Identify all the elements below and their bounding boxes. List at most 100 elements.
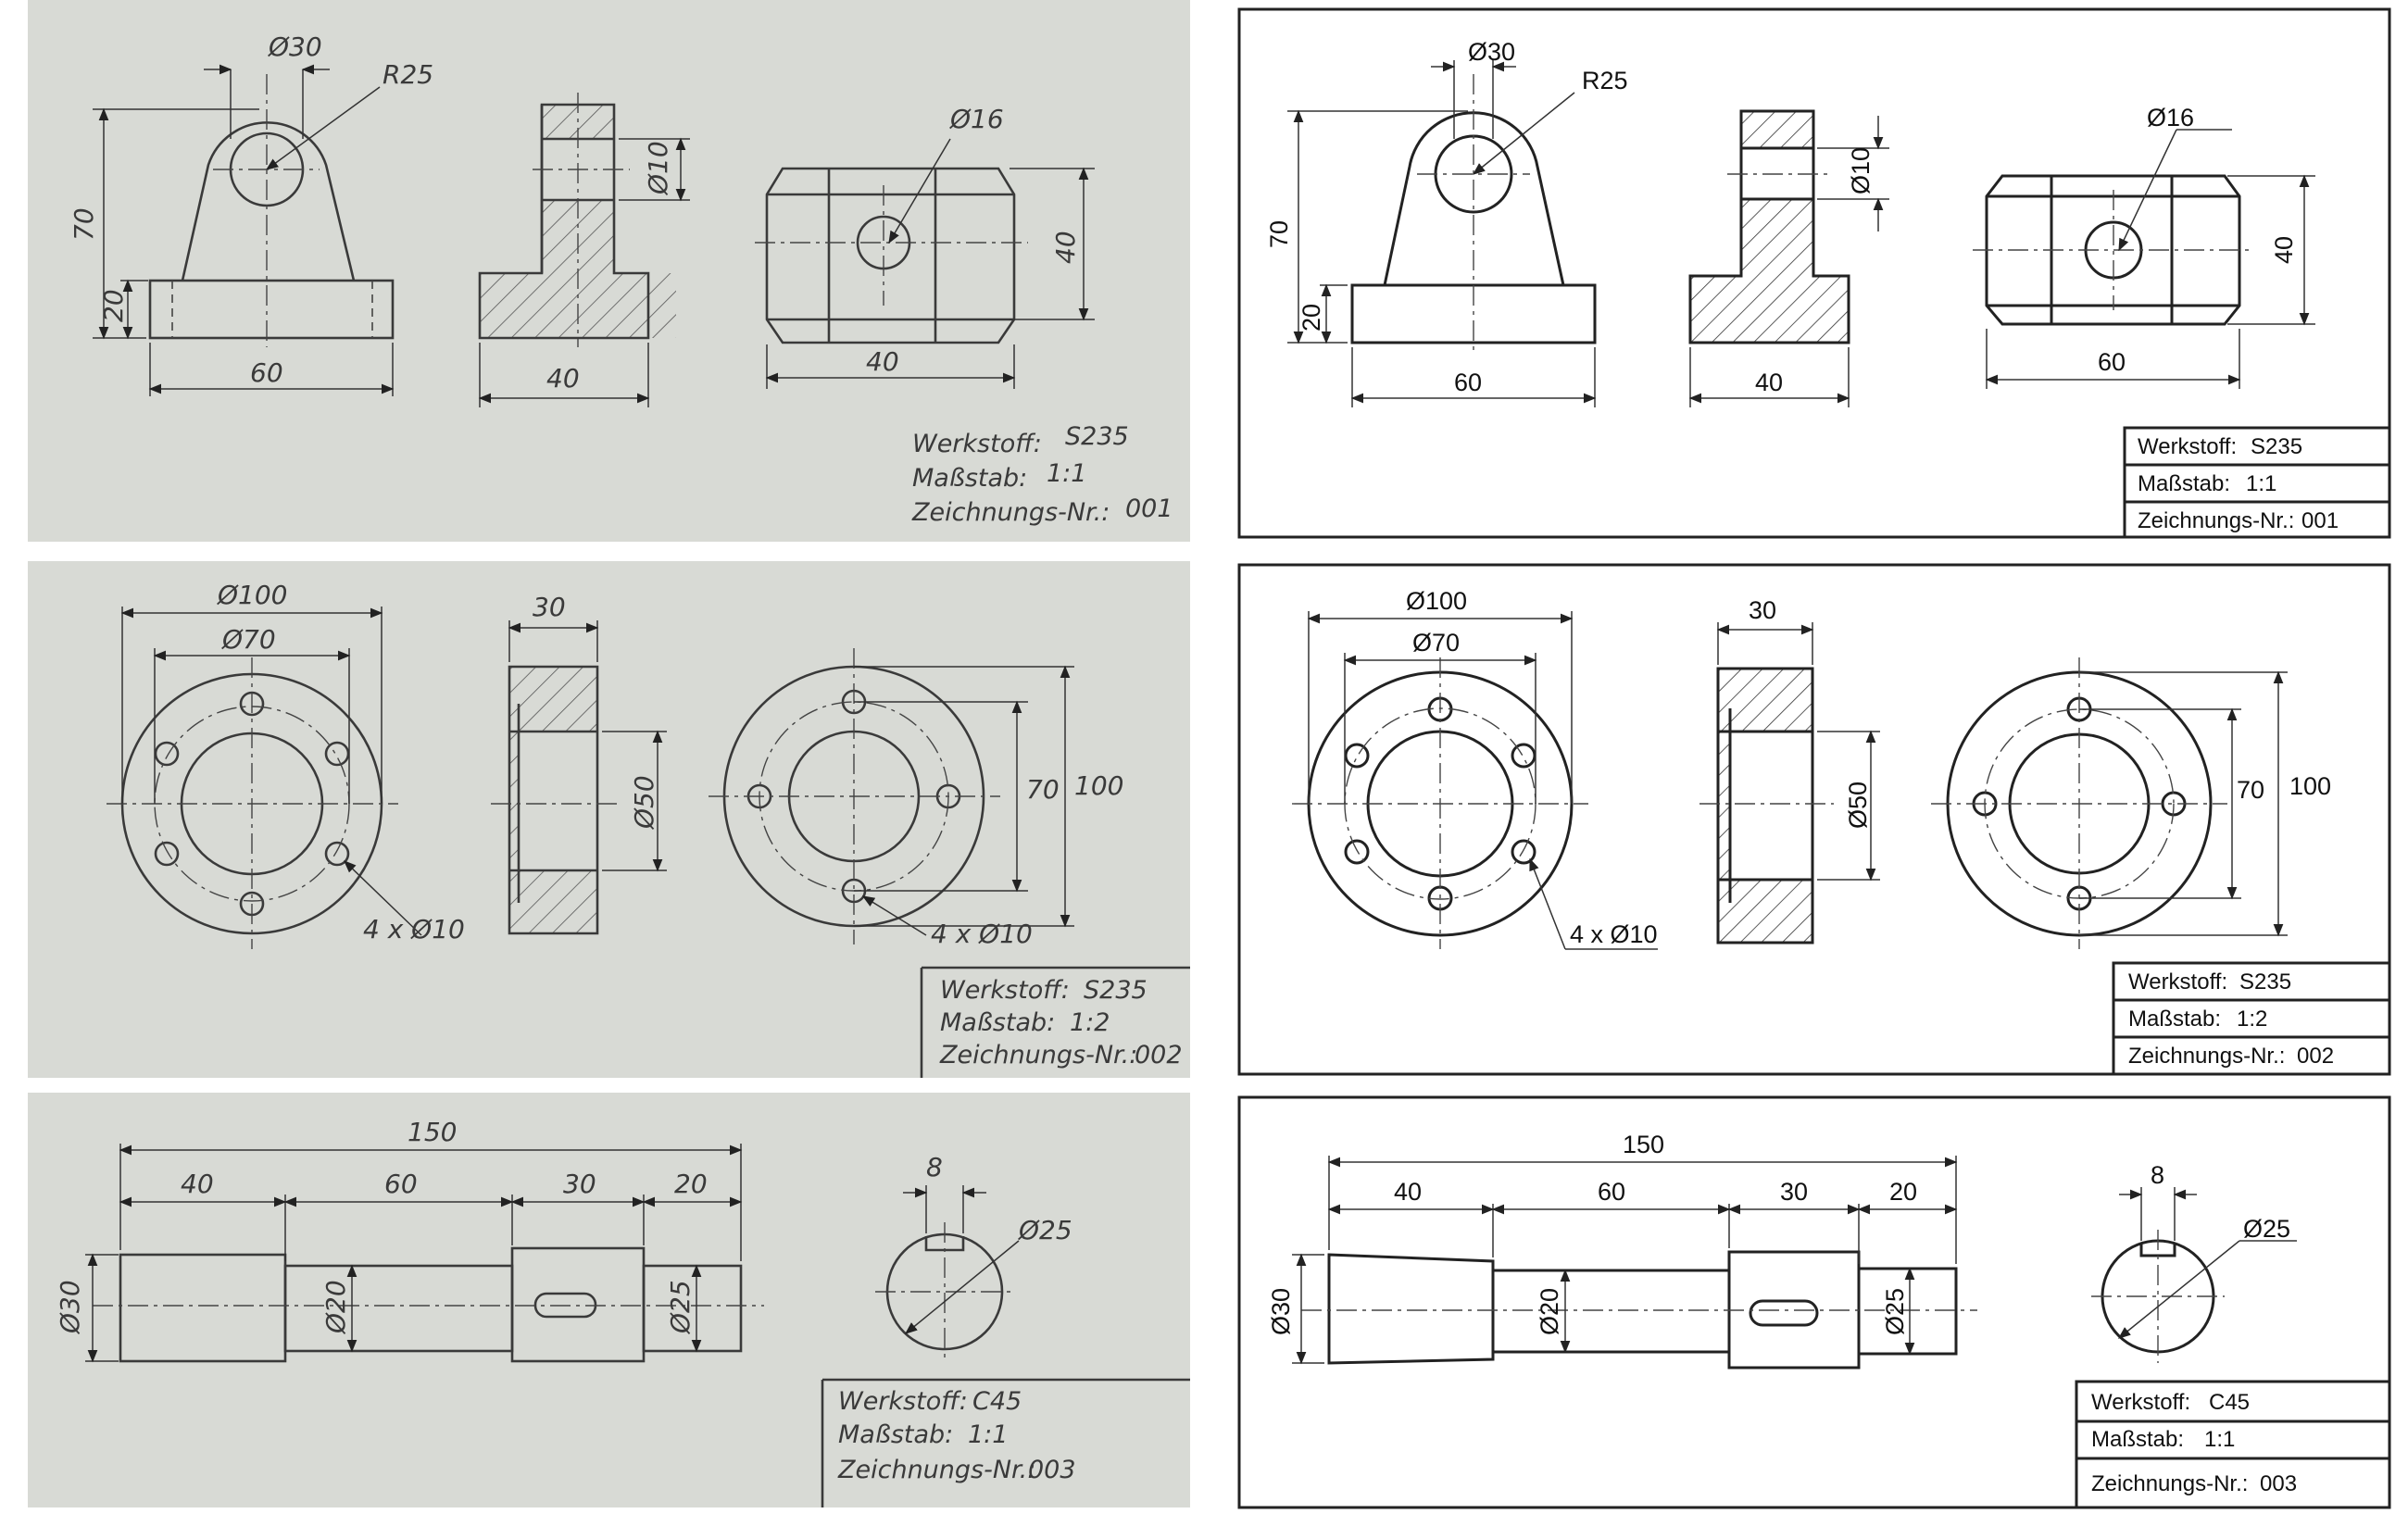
- sketch-dim-key-8: 8: [926, 1152, 943, 1182]
- sketch-tb-drawing-no: 002: [1135, 1041, 1183, 1069]
- cad-dim-bore-10: Ø10: [1847, 147, 1875, 194]
- cad-tb-material: S235: [2239, 969, 2291, 994]
- cad-dim-top-width-60: 60: [2098, 348, 2126, 376]
- cad-dim-width-60: 60: [1454, 369, 1482, 396]
- sketch-dim-right-70: 70: [1026, 774, 1060, 805]
- sketch-paper: [28, 561, 1190, 1078]
- cad-dim-seg-60: 60: [1598, 1178, 1625, 1206]
- sketch-tb-scale: 1:1: [968, 1420, 1008, 1449]
- sketch-tb-drawing-no: 001: [1125, 494, 1173, 523]
- sketch-dim-right-100: 100: [1074, 770, 1123, 801]
- cad-dim-seg-30: 30: [1780, 1178, 1808, 1206]
- cad-title-block: [2075, 1380, 2391, 1509]
- sketch-dim-section-25: Ø25: [1018, 1215, 1072, 1245]
- cad-dim-width-40: 40: [1755, 369, 1783, 396]
- cad-dim-top-40: 40: [2270, 236, 2298, 264]
- cad-tb-scale: 1:1: [2246, 471, 2276, 496]
- sketch-tb-drawing-no-label: Zeichnungs-Nr.:: [837, 1456, 1035, 1484]
- sketch-tb-drawing-no: 003: [1028, 1456, 1076, 1484]
- sketch-dim-top-40: 40: [1050, 231, 1081, 264]
- cad-dim-right-70: 70: [2237, 776, 2264, 804]
- cad-tb-drawing-no: 003: [2260, 1471, 2297, 1496]
- sketch-tb-scale: 1:2: [1070, 1008, 1110, 1037]
- cad-dim-right-100: 100: [2289, 772, 2331, 800]
- sketch-tb-drawing-no-label: Zeichnungs-Nr.:: [911, 498, 1110, 527]
- sketch-tb-scale-label: Maßstab:: [940, 1008, 1055, 1037]
- sketch-tb-scale: 1:1: [1047, 459, 1086, 488]
- sketch-dim-diameter-30: Ø30: [268, 31, 322, 62]
- sketch-dim-right-holes: 4 x Ø10: [931, 919, 1033, 949]
- sketch-dim-dia-30: Ø30: [55, 1280, 85, 1334]
- cad-title-block: [2112, 961, 2391, 1076]
- cad-tb-drawing-no-label: Zeichnungs-Nr.:: [2128, 1044, 2285, 1069]
- sketch-tb-material-label: Werkstoff:: [838, 1387, 968, 1416]
- cad-dim-dia-25: Ø25: [1881, 1288, 1909, 1335]
- sketch-dim-thickness-30: 30: [533, 592, 566, 622]
- cad-tb-drawing-no-label: Zeichnungs-Nr.:: [2091, 1471, 2248, 1496]
- cad-dim-bore-50: Ø50: [1844, 782, 1872, 829]
- cad-dim-base-20: 20: [1298, 304, 1325, 331]
- sketch-dim-flange-100: Ø100: [217, 580, 287, 610]
- sketch-side-view: [478, 103, 676, 340]
- cad-dim-pcd-70: Ø70: [1412, 629, 1460, 657]
- sketch-dim-seg-20: 20: [674, 1169, 708, 1199]
- sketch-dim-dia-20: Ø20: [320, 1280, 351, 1334]
- cad-sheet-002: Ø100 Ø70 4 x Ø10 30 Ø50: [1237, 563, 2391, 1076]
- cad-dim-thickness-30: 30: [1749, 596, 1776, 624]
- sketch-dim-width-60: 60: [250, 357, 283, 388]
- cad-dim-radius-25: R25: [1582, 67, 1628, 94]
- cad-tb-material-label: Werkstoff:: [2091, 1390, 2190, 1415]
- cad-tb-drawing-no-label: Zeichnungs-Nr.:: [2138, 508, 2294, 533]
- sketch-dim-holes: 4 x Ø10: [363, 914, 465, 944]
- sketch-tb-scale-label: Maßstab:: [912, 464, 1027, 493]
- cad-tb-scale: 1:1: [2204, 1427, 2235, 1452]
- cad-tb-drawing-no: 002: [2297, 1044, 2334, 1069]
- sketch-front-dims: [93, 64, 395, 396]
- cad-tb-material: C45: [2209, 1390, 2250, 1415]
- cad-dim-pin-16: Ø16: [2147, 104, 2194, 131]
- cad-dim-diameter-30: Ø30: [1468, 38, 1515, 66]
- cad-dim-dia-20: Ø20: [1536, 1288, 1563, 1335]
- sketch-dim-total-150: 150: [408, 1117, 457, 1147]
- sketch-dim-seg-30: 30: [563, 1169, 596, 1199]
- sketch-dim-width-40: 40: [546, 363, 580, 394]
- sketch-tb-material-label: Werkstoff:: [940, 976, 1070, 1005]
- cad-frame: [1237, 7, 2391, 539]
- sketch-tb-scale-label: Maßstab:: [838, 1420, 953, 1449]
- cad-dim-key-8: 8: [2151, 1161, 2164, 1189]
- cad-dim-holes: 4 x Ø10: [1570, 920, 1658, 948]
- cad-tb-material: S235: [2251, 434, 2302, 459]
- sketch-tb-material: C45: [972, 1387, 1022, 1416]
- cad-tb-scale-label: Maßstab:: [2128, 1007, 2221, 1032]
- cad-tb-scale-label: Maßstab:: [2138, 471, 2230, 496]
- cad-dim-dia-30: Ø30: [1267, 1288, 1295, 1335]
- sketch-dim-top-width-40: 40: [866, 346, 899, 377]
- cad-dim-total-150: 150: [1623, 1131, 1664, 1158]
- cad-frame: [1237, 563, 2391, 1076]
- cad-dim-height-70: 70: [1265, 220, 1293, 248]
- sketch-sheet-003: 150 40 60 30 20 Ø30 Ø20 Ø25 8 Ø25 Werkst…: [28, 1093, 1190, 1507]
- sketch-dim-dia-25: Ø25: [665, 1280, 696, 1334]
- cad-dim-section-25: Ø25: [2243, 1215, 2290, 1243]
- sketch-paper: [28, 1093, 1190, 1507]
- sketch-sheet-002: Ø100 Ø70 4 x Ø10 30 Ø50: [28, 561, 1190, 1078]
- cad-frame: [1237, 1095, 2391, 1509]
- cad-tb-drawing-no: 001: [2301, 508, 2339, 533]
- sketch-dim-radius-25: R25: [383, 59, 433, 90]
- sketch-flange-section: [508, 665, 599, 935]
- sketch-dim-height-70: 70: [69, 207, 99, 241]
- cad-dim-flange-100: Ø100: [1406, 587, 1467, 615]
- cad-flange-section: [1716, 667, 1814, 944]
- cad-tb-scale: 1:2: [2237, 1007, 2267, 1032]
- sketch-sheet-001: Ø30 R25 70 20 60 Ø10 40: [28, 0, 1190, 542]
- sketch-dim-bore-10: Ø10: [643, 141, 673, 195]
- cad-tb-scale-label: Maßstab:: [2091, 1427, 2184, 1452]
- sketch-tb-material-label: Werkstoff:: [912, 430, 1042, 458]
- cad-tb-material-label: Werkstoff:: [2138, 434, 2237, 459]
- sketch-tb-material: S235: [1084, 976, 1148, 1005]
- sketch-dim-pin-16: Ø16: [949, 104, 1004, 134]
- sketch-dim-pcd-70: Ø70: [221, 624, 276, 655]
- cad-sheet-003: 150 40 60 30 20 Ø30 Ø20 Ø25 8 Ø25: [1237, 1095, 2391, 1509]
- sketch-tb-material: S235: [1065, 422, 1129, 451]
